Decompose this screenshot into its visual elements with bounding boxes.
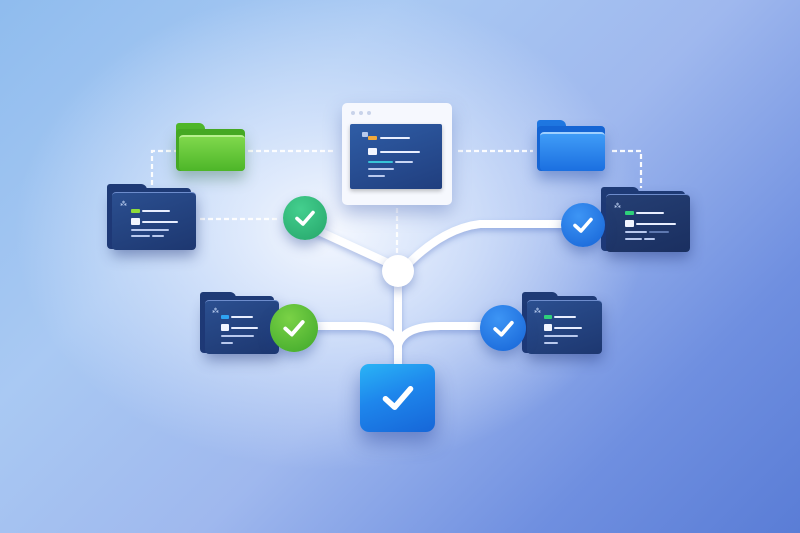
text-line — [625, 238, 642, 240]
junction-node-icon — [382, 255, 414, 287]
final-approval-check-tile — [360, 364, 435, 432]
image-placeholder — [544, 324, 552, 331]
text-line — [131, 235, 150, 237]
text-line — [636, 223, 676, 225]
check-badge-bottom-left — [270, 304, 318, 352]
accent-chip — [544, 315, 552, 319]
text-line — [231, 316, 253, 318]
document-folder-top-right: ⁂ — [601, 187, 690, 252]
accent-chip — [368, 136, 377, 140]
text-line — [221, 342, 233, 344]
text-line — [142, 221, 178, 223]
text-line — [554, 327, 582, 329]
blue-folder-icon — [537, 120, 605, 171]
check-badge-bottom-right — [480, 305, 526, 351]
text-line — [644, 238, 655, 240]
text-line — [152, 235, 164, 237]
image-placeholder — [368, 148, 377, 155]
app-glyph-icon: ⁂ — [614, 203, 621, 210]
text-line — [636, 212, 664, 214]
image-placeholder — [221, 324, 229, 331]
text-line — [544, 342, 558, 344]
accent-chip — [625, 211, 634, 215]
checkmark-icon — [492, 320, 514, 337]
green-folder-icon — [176, 123, 245, 171]
text-line — [380, 151, 420, 153]
window-dot-icon — [367, 111, 371, 115]
check-badge-top-left — [283, 196, 327, 240]
checkmark-icon — [295, 210, 315, 226]
text-line — [625, 231, 647, 233]
text-line — [368, 168, 394, 170]
app-glyph-icon: ⁂ — [120, 201, 127, 208]
source-browser-window — [342, 103, 452, 205]
text-line — [131, 229, 169, 231]
progress-line — [368, 161, 393, 163]
check-badge-top-right — [561, 203, 605, 247]
document-folder-top-left: ⁂ — [107, 184, 196, 250]
checkmark-icon — [283, 320, 305, 337]
image-placeholder — [131, 218, 140, 225]
text-line — [380, 137, 410, 139]
text-line — [368, 175, 385, 177]
image-placeholder — [625, 220, 634, 227]
text-line — [395, 161, 413, 163]
document-folder-bottom-right: ⁂ — [522, 292, 602, 354]
app-glyph-icon — [362, 132, 368, 137]
window-dot-icon — [359, 111, 363, 115]
accent-chip — [131, 209, 140, 213]
browser-screen — [350, 124, 442, 189]
document-folder-bottom-left: ⁂ — [200, 292, 279, 354]
text-line — [221, 335, 254, 337]
text-line — [142, 210, 170, 212]
text-line — [554, 316, 576, 318]
app-glyph-icon: ⁂ — [212, 308, 219, 315]
text-line — [649, 231, 669, 233]
checkmark-icon — [573, 217, 593, 233]
checkmark-icon — [382, 386, 413, 410]
text-line — [544, 335, 578, 337]
window-dot-icon — [351, 111, 355, 115]
app-glyph-icon: ⁂ — [534, 308, 541, 315]
text-line — [231, 327, 258, 329]
accent-chip — [221, 315, 229, 319]
